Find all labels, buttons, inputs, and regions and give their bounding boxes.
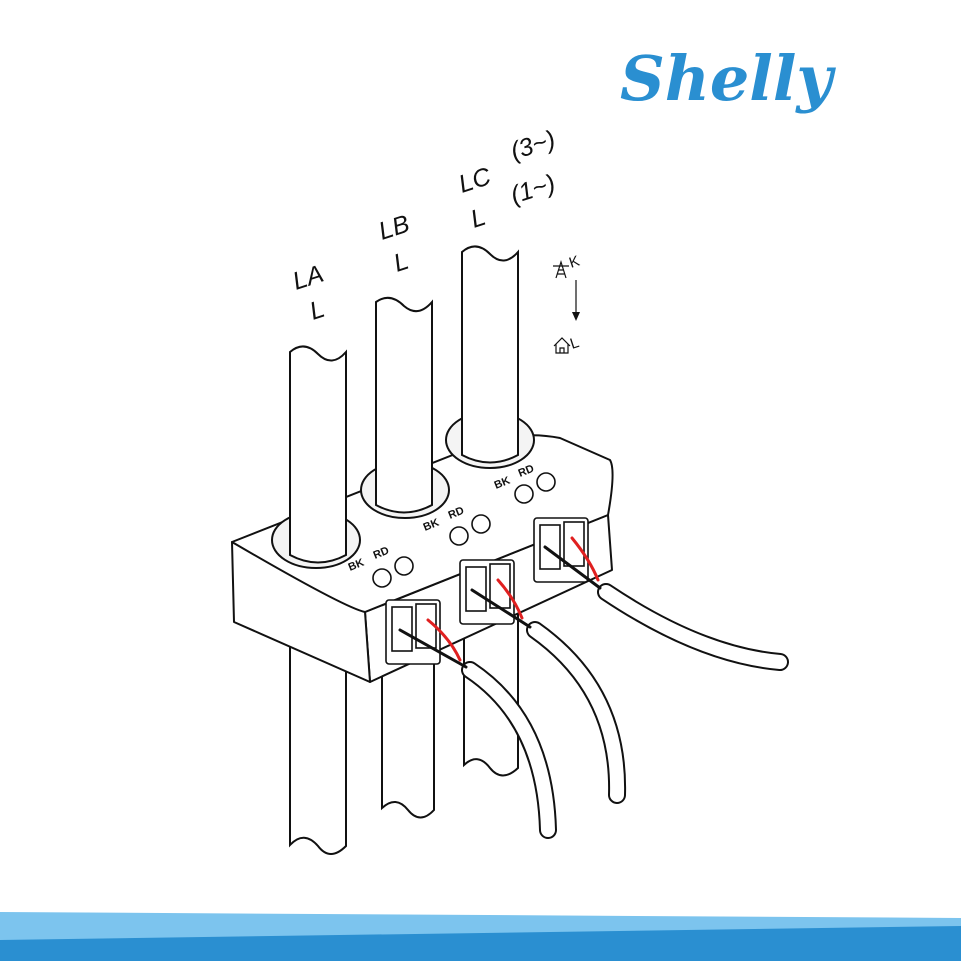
shelly-logo: Shelly (620, 42, 836, 115)
phase-c-label: LC (455, 162, 495, 199)
terminal-block-a (372, 556, 441, 665)
three-phase-label: (3~) (507, 125, 559, 166)
current-direction-indicator: K L (553, 253, 582, 354)
screw-a-red (394, 556, 414, 576)
conductor-b-lower (381, 629, 435, 819)
terminal-slot-b-red (489, 563, 511, 609)
conductor-c-upper (461, 245, 519, 464)
wire-b-red (496, 578, 524, 620)
wire-b-black (470, 588, 532, 629)
phase-a-label: LA (289, 260, 327, 296)
line-b-label: L (390, 247, 412, 278)
terminal-b-rd-label: RD (447, 505, 466, 522)
conductor-b-upper (375, 296, 433, 514)
single-phase-label: (1~) (507, 169, 559, 210)
screw-c-red (536, 472, 556, 492)
footer-band-dark (0, 926, 961, 961)
phase-b-label: LB (375, 210, 413, 246)
line-a-label: L (306, 295, 328, 326)
load-label: L (568, 334, 581, 353)
screw-b-black (449, 526, 469, 546)
power-pylon-icon (553, 259, 569, 279)
line-c-label: L (467, 203, 489, 234)
lead-cable-b (470, 578, 627, 804)
house-icon (553, 337, 571, 354)
conductor-a-upper (289, 345, 347, 564)
terminal-a-rd-label: RD (372, 545, 391, 562)
terminal-c-bk-label: BK (493, 475, 512, 492)
conductor-a-lower (289, 639, 347, 855)
terminal-slot-c-black (539, 524, 561, 570)
terminal-slot-a-black (391, 606, 413, 652)
screw-c-black (514, 484, 534, 504)
footer-bands (0, 912, 961, 961)
terminal-a-bk-label: BK (347, 557, 366, 574)
terminal-block-c (514, 472, 589, 583)
terminal-c-rd-label: RD (517, 463, 536, 480)
wire-c-red (570, 536, 600, 582)
terminal-labels: BK RD BK RD BK RD (347, 463, 536, 574)
conductors-upper (289, 245, 519, 564)
terminal-slot-b-black (465, 566, 487, 612)
lead-cable-c (543, 536, 789, 671)
terminal-b-bk-label: BK (422, 517, 441, 534)
terminal-slot-c-red (563, 521, 585, 567)
wire-a-red (426, 618, 462, 662)
wire-a-black (398, 628, 468, 669)
screw-a-black (372, 568, 392, 588)
direction-arrow-head (572, 312, 580, 321)
wire-c-black (543, 545, 602, 590)
screw-b-red (471, 514, 491, 534)
lead-cables (398, 536, 789, 839)
lead-cable-a (398, 618, 557, 839)
source-label: K (567, 253, 582, 272)
